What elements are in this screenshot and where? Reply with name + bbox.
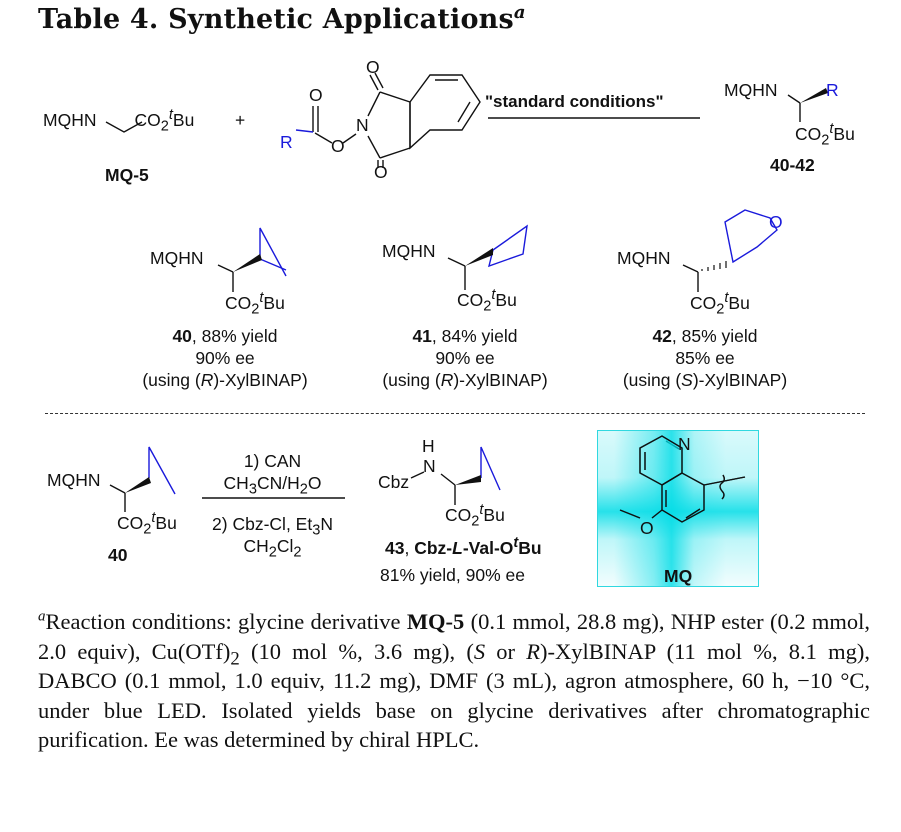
product43-result: 81% yield, 90% ee [380, 565, 525, 585]
mq-label: MQ [664, 566, 693, 586]
cbz-label: Cbz [378, 472, 410, 492]
glycine-bond [105, 121, 143, 133]
product-label: 40-42 [770, 155, 815, 175]
start-amine: MQHN [47, 470, 101, 490]
methoxy-o: O [640, 518, 654, 538]
step2-conditions: 2) Cbz-Cl, Et3N CH2Cl2 [212, 514, 333, 561]
start-ester: CO2tBu [117, 510, 177, 538]
nh-n: N [423, 456, 436, 476]
start-label: 40 [108, 545, 128, 565]
ester-label: CO2tBu [225, 290, 285, 318]
ester-label: CO2tBu [690, 290, 750, 318]
quinoline-n: N [678, 434, 691, 454]
cyclobutyl-ring [488, 224, 528, 268]
oxane-ring [724, 209, 778, 264]
product-caption: 40, 88% yield 90% ee (using (R)-XylBINAP… [142, 326, 308, 390]
step1-conditions: 1) CAN CH3CN/H2O [223, 451, 322, 498]
imide-n: N [356, 115, 369, 135]
product-caption: 41, 84% yield 90% ee (using (R)-XylBINAP… [382, 326, 548, 390]
amine-label: MQHN [382, 241, 436, 261]
product-caption: 42, 85% yield 85% ee (using (S)-XylBINAP… [622, 326, 788, 390]
table-title: Table 4. Synthetic Applicationsa [38, 2, 526, 36]
standard-conditions-label: "standard conditions" [485, 92, 664, 111]
amine-label: MQHN [617, 248, 671, 268]
product-amine: MQHN [724, 80, 778, 100]
carbonyl-o: O [309, 85, 323, 105]
plus-sign: + [235, 110, 246, 130]
section-divider [45, 413, 865, 414]
product-r: R [826, 80, 839, 100]
ester-o: O [331, 136, 345, 156]
amine-label: MQHN [150, 248, 204, 268]
imide-o-bottom: O [374, 162, 388, 182]
imide-o-top: O [366, 57, 380, 77]
product43-name: 43, Cbz-L-Val-OtBu [385, 535, 542, 558]
phthalimide-ring [409, 74, 481, 150]
product-ester: CO2tBu [795, 121, 855, 149]
product43-ester: CO2tBu [445, 502, 505, 530]
ring-oxygen: O [769, 212, 783, 232]
table-footnote: aReaction conditions: glycine derivative… [38, 608, 870, 752]
mq5-label: MQ-5 [105, 165, 149, 185]
ester-label: CO2tBu [457, 287, 517, 315]
nh-h: H [422, 436, 435, 456]
r-group-label: R [280, 132, 293, 152]
